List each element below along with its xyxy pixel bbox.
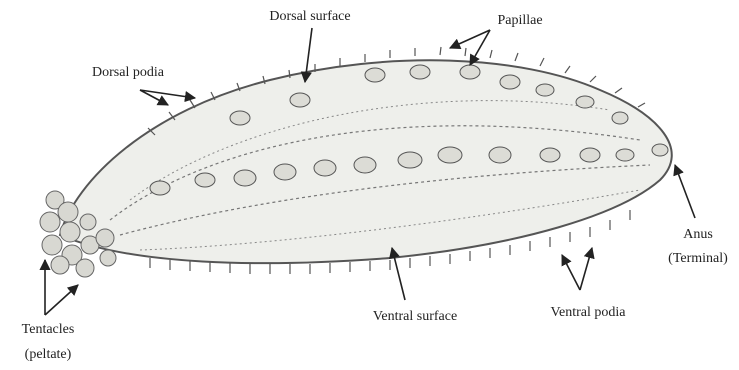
arrow-ventral-podia-2	[580, 248, 592, 290]
label-tentacles-line2: (peltate)	[25, 347, 72, 362]
label-anus-line1: Anus	[683, 227, 713, 242]
arrow-tentacles-2	[45, 285, 78, 315]
arrow-anus	[675, 165, 695, 218]
animal-body	[40, 47, 672, 277]
label-dorsal-surface: Dorsal surface	[269, 9, 350, 24]
label-ventral-surface: Ventral surface	[373, 309, 457, 324]
label-tentacles-line1: Tentacles	[22, 322, 75, 337]
arrow-ventral-podia-1	[562, 255, 580, 290]
label-ventral-podia: Ventral podia	[550, 305, 626, 320]
label-dorsal-podia: Dorsal podia	[92, 65, 165, 80]
label-anus-line2: (Terminal)	[668, 251, 728, 266]
label-papillae: Papillae	[497, 13, 542, 28]
